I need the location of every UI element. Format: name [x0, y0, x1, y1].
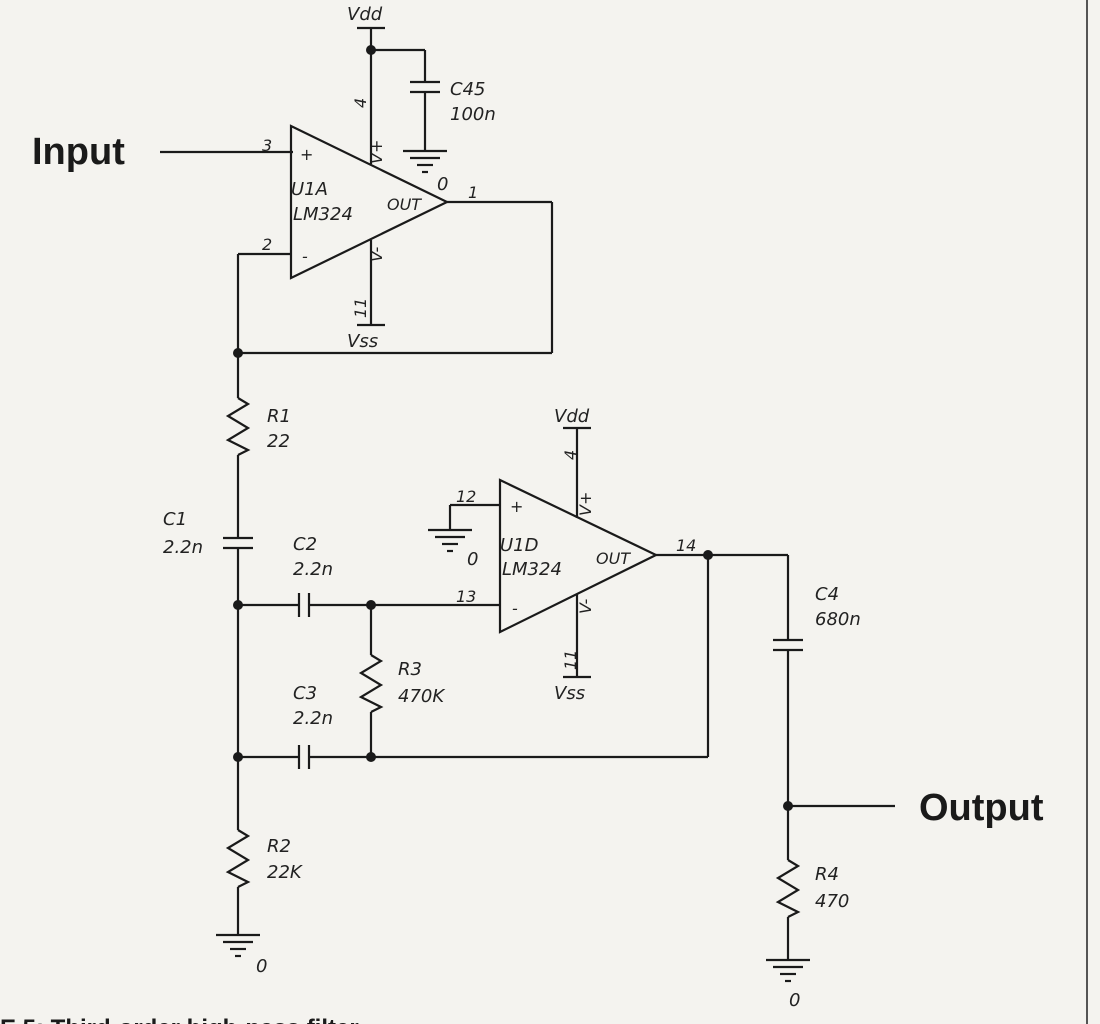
- c2-value: 2.2n: [293, 559, 333, 580]
- c1-value: 2.2n: [163, 537, 203, 558]
- u1d-plus-sign: +: [510, 497, 523, 516]
- c3-ref: C3: [293, 683, 317, 704]
- resistor-r3: [358, 654, 384, 713]
- u1a-out-label: OUT: [387, 195, 422, 214]
- capacitor-c4: [773, 638, 803, 652]
- u1a-part: LM324: [293, 204, 353, 225]
- c4-ref: C4: [815, 584, 839, 605]
- r3-ref: R3: [398, 659, 422, 680]
- u1d-part: LM324: [502, 559, 562, 580]
- u1a-vplus: V+: [367, 140, 386, 164]
- vss-label-u1d: Vss: [554, 683, 585, 704]
- u1a-pin3: 3: [262, 136, 272, 155]
- capacitor-c3: [297, 745, 311, 769]
- c3-value: 2.2n: [293, 708, 333, 729]
- input-label: Input: [32, 131, 125, 173]
- u1a-plus-sign: +: [300, 145, 313, 164]
- r1-value: 22: [267, 431, 290, 452]
- u1a-pin2: 2: [262, 235, 272, 254]
- u1a-ref: U1A: [291, 179, 328, 200]
- r2-value: 22K: [267, 862, 303, 883]
- u1d-pin13: 13: [456, 587, 476, 606]
- opamp-u1d: + - U1D LM324 OUT 12 13 14 4 11 V+ V-: [456, 450, 696, 670]
- u1d-pin14: 14: [676, 536, 696, 555]
- ground-label-c45: 0: [437, 174, 448, 195]
- capacitor-c1: [223, 536, 253, 550]
- r1-ref: R1: [267, 406, 291, 427]
- r3-value: 470K: [398, 686, 445, 707]
- vdd-label-u1a: Vdd: [347, 4, 383, 25]
- junction-u1d-out: [703, 550, 713, 560]
- ground-symbol-u1d: [428, 528, 472, 553]
- u1d-pin4: 4: [561, 450, 580, 460]
- vss-label-u1a: Vss: [347, 331, 378, 352]
- c45-ref: C45: [450, 79, 485, 100]
- r4-ref: R4: [815, 864, 839, 885]
- u1d-out-label: OUT: [596, 549, 631, 568]
- u1a-pin4: 4: [351, 98, 370, 108]
- r2-ref: R2: [267, 836, 291, 857]
- c45-value: 100n: [450, 104, 496, 125]
- ground-label-r2: 0: [256, 956, 267, 977]
- u1d-vminus: V-: [576, 598, 595, 614]
- output-label: Output: [919, 787, 1044, 829]
- capacitor-c45: [410, 50, 440, 150]
- c1-ref: C1: [163, 509, 187, 530]
- figure-caption: E 5: Third-order high-pass filter: [0, 1015, 359, 1024]
- u1d-minus-sign: -: [512, 599, 518, 618]
- ground-label-r4: 0: [789, 990, 800, 1011]
- u1d-pin12: 12: [456, 487, 476, 506]
- c4-value: 680n: [815, 609, 861, 630]
- c2-ref: C2: [293, 534, 317, 555]
- u1a-vminus: V-: [367, 246, 386, 262]
- page-edge: [1086, 0, 1088, 1024]
- resistor-r4: [775, 859, 801, 918]
- r4-value: 470: [815, 891, 849, 912]
- u1a-minus-sign: -: [302, 247, 308, 266]
- u1a-pin1: 1: [468, 183, 478, 202]
- u1d-pin11: 11: [561, 650, 580, 670]
- u1d-vplus: V+: [576, 492, 595, 516]
- u1a-pin11: 11: [351, 298, 370, 318]
- vdd-label-u1d: Vdd: [554, 406, 590, 427]
- resistor-r1: [225, 397, 251, 456]
- ground-symbol-r2: [216, 933, 260, 958]
- capacitor-c2: [297, 593, 311, 617]
- u1d-ref: U1D: [500, 535, 539, 556]
- ground-symbol-c45: [403, 149, 447, 174]
- resistor-r2: [225, 829, 251, 888]
- ground-label-u1d: 0: [467, 549, 478, 570]
- ground-symbol-r4: [766, 958, 810, 983]
